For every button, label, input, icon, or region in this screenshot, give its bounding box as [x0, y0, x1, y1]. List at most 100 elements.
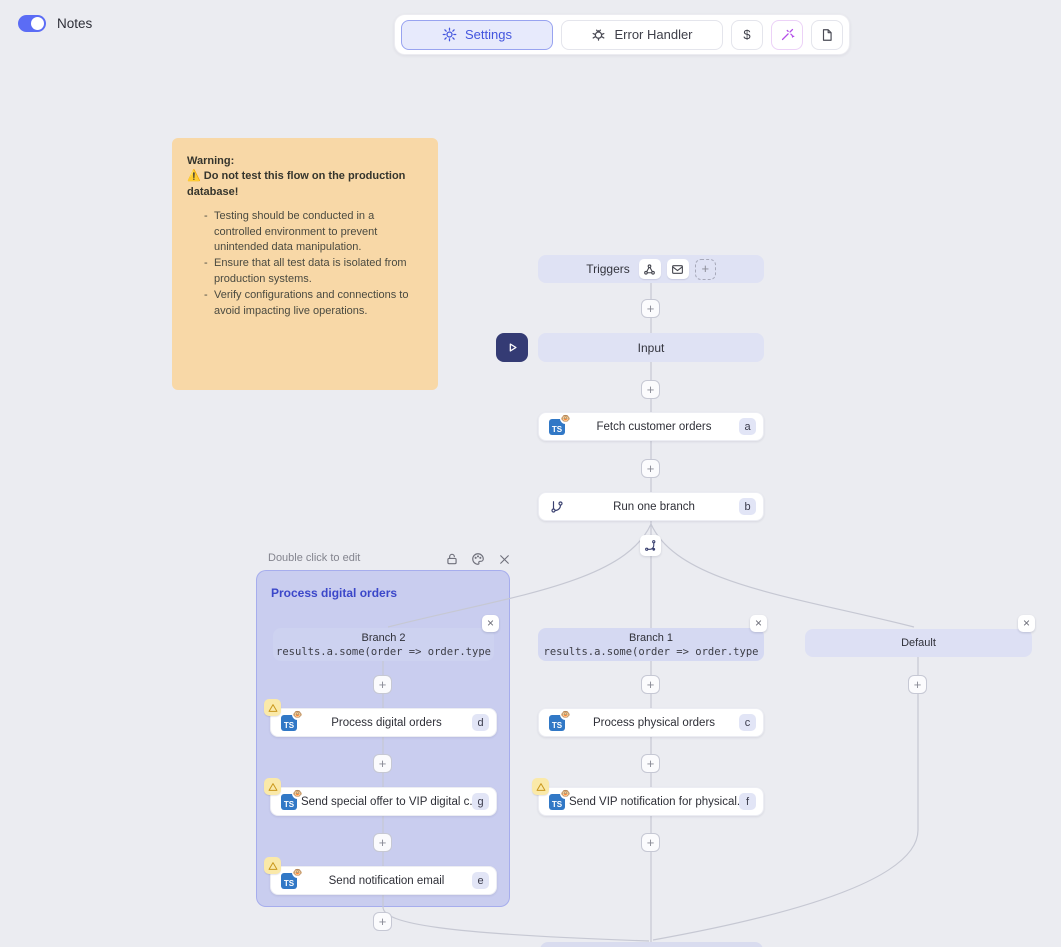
notes-toggle-row: Notes: [18, 15, 92, 32]
triggers-node[interactable]: Triggers +: [538, 255, 764, 283]
close-icon[interactable]: [496, 551, 512, 567]
note-item: Ensure that all test data is isolated fr…: [204, 256, 423, 287]
branch-2-head[interactable]: Branch 2 results.a.some(order => order.t…: [273, 628, 494, 661]
branch-split-icon[interactable]: [640, 535, 661, 556]
toggle-knob: [31, 17, 44, 30]
group-edit-hint: Double click to edit: [268, 552, 361, 564]
typescript-icon: TS 🐵: [281, 708, 303, 731]
currency-button[interactable]: $: [731, 19, 763, 50]
typescript-icon: TS 🐵: [281, 787, 303, 810]
trigger-icons: +: [638, 258, 716, 280]
error-handler-label: Error Handler: [614, 27, 693, 42]
top-toolbar: Settings Error Handler $: [394, 14, 850, 55]
gear-icon: [442, 27, 457, 42]
git-branch-icon: [549, 499, 565, 515]
node-run-one-branch[interactable]: Run one branch b: [538, 492, 764, 521]
triggers-label: Triggers: [586, 262, 630, 276]
node-process-digital-orders[interactable]: TS 🐵 Process digital orders d: [264, 699, 497, 737]
typescript-icon: TS 🐵: [281, 866, 303, 889]
email-trigger-button[interactable]: [666, 259, 689, 279]
add-node-button[interactable]: +: [641, 833, 660, 852]
node-letter-badge: d: [472, 714, 489, 731]
input-node[interactable]: Input: [538, 333, 764, 362]
merge-node-partial[interactable]: [540, 942, 763, 947]
notes-toggle[interactable]: [18, 15, 46, 32]
add-node-button[interactable]: +: [641, 299, 660, 318]
typescript-icon: TS 🐵: [549, 787, 571, 810]
warning-badge-icon: [264, 857, 281, 874]
branch-condition: results.a.some(order => order.type: [543, 645, 759, 658]
node-send-special-offer[interactable]: TS 🐵 Send special offer to VIP digital c…: [264, 778, 497, 816]
magic-wand-button[interactable]: [771, 19, 803, 50]
group-title: Process digital orders: [271, 586, 398, 600]
emoji-badge-icon: 🐵: [292, 866, 303, 878]
note-list: Testing should be conducted in a control…: [187, 209, 423, 319]
node-letter-badge: f: [739, 793, 756, 810]
settings-button[interactable]: Settings: [401, 19, 553, 50]
group-process-digital-orders[interactable]: Process digital orders: [256, 570, 510, 907]
node-fetch-customer-orders[interactable]: TS 🐵 Fetch customer orders a: [538, 412, 764, 441]
palette-icon[interactable]: [470, 551, 486, 567]
add-node-button[interactable]: +: [373, 754, 392, 773]
branch-title: Default: [901, 637, 936, 649]
node-send-vip-notification[interactable]: TS 🐵 Send VIP notification for physical.…: [532, 778, 764, 816]
input-label: Input: [637, 340, 665, 355]
node-letter-badge: e: [472, 872, 489, 889]
add-node-button[interactable]: +: [641, 754, 660, 773]
emoji-badge-icon: 🐵: [560, 412, 571, 424]
warning-note[interactable]: Warning: ⚠️ Do not test this flow on the…: [172, 138, 438, 390]
typescript-icon: TS 🐵: [549, 708, 571, 731]
add-node-button[interactable]: +: [373, 833, 392, 852]
node-label: Send notification email: [328, 874, 445, 887]
branch-condition: results.a.some(order => order.type: [276, 645, 491, 658]
emoji-badge-icon: 🐵: [292, 708, 303, 720]
node-label: Process digital orders: [331, 716, 442, 729]
node-label: Fetch customer orders: [596, 420, 712, 433]
add-node-button[interactable]: +: [373, 912, 392, 931]
node-letter-badge: b: [739, 498, 756, 515]
error-handler-button[interactable]: Error Handler: [561, 19, 723, 50]
node-send-notification-email[interactable]: TS 🐵 Send notification email e: [264, 857, 497, 895]
node-process-physical-orders[interactable]: TS 🐵 Process physical orders c: [538, 708, 764, 737]
note-title: Warning:: [187, 155, 235, 167]
node-label: Send VIP notification for physical...: [569, 795, 739, 808]
add-node-button[interactable]: +: [641, 380, 660, 399]
remove-branch-2-button[interactable]: ×: [482, 615, 499, 632]
branch-title: Branch 1: [628, 631, 674, 644]
add-node-button[interactable]: +: [908, 675, 927, 694]
note-subtitle: ⚠️ Do not test this flow on the producti…: [187, 170, 406, 198]
document-icon: [820, 28, 834, 42]
warning-badge-icon: [264, 699, 281, 716]
dollar-icon: $: [743, 27, 751, 42]
add-trigger-button[interactable]: +: [694, 258, 716, 280]
webhook-trigger-button[interactable]: [638, 259, 661, 279]
add-node-button[interactable]: +: [641, 459, 660, 478]
warning-badge-icon: [532, 778, 549, 795]
lock-icon[interactable]: [444, 551, 460, 567]
node-label: Run one branch: [613, 500, 695, 513]
remove-default-branch-button[interactable]: ×: [1018, 615, 1035, 632]
run-flow-button[interactable]: [496, 333, 528, 362]
notes-label: Notes: [57, 16, 93, 31]
add-node-button[interactable]: +: [641, 675, 660, 694]
add-node-button[interactable]: +: [373, 675, 392, 694]
node-letter-badge: g: [472, 793, 489, 810]
bug-icon: [591, 27, 606, 42]
node-label: Send special offer to VIP digital c...: [301, 795, 472, 808]
remove-branch-1-button[interactable]: ×: [750, 615, 767, 632]
node-letter-badge: a: [739, 418, 756, 435]
play-icon: [509, 343, 517, 352]
magic-wand-icon: [780, 27, 795, 42]
document-button[interactable]: [811, 19, 843, 50]
group-toolbar: [444, 551, 512, 567]
emoji-badge-icon: 🐵: [560, 708, 571, 720]
warning-badge-icon: [264, 778, 281, 795]
node-letter-badge: c: [739, 714, 756, 731]
note-item: Testing should be conducted in a control…: [204, 209, 423, 255]
emoji-badge-icon: 🐵: [292, 787, 303, 799]
branch-title: Branch 2: [361, 631, 406, 644]
default-branch-head[interactable]: Default: [805, 629, 1032, 657]
branch-1-head[interactable]: Branch 1 results.a.some(order => order.t…: [538, 628, 764, 661]
